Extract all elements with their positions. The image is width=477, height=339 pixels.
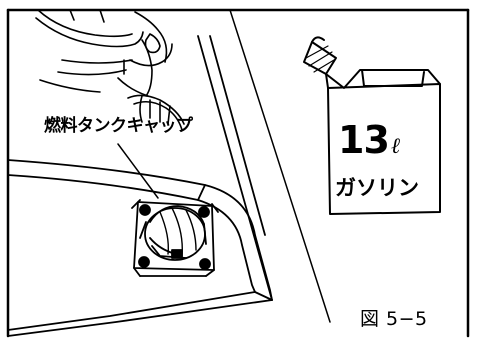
tank-deck-outline	[7, 9, 331, 337]
fuel-tank-cap	[131, 199, 219, 277]
engine-part	[35, 9, 185, 131]
callout-leader-line	[117, 143, 159, 199]
fuel-can-icon	[303, 36, 441, 215]
fuel-can-fuel-type: ガソリン	[335, 176, 419, 200]
figure-caption: 図 5−5	[360, 308, 428, 330]
fuel-can-volume-unit: ℓ	[390, 134, 400, 159]
fuel-tank-cap-label: 燃料タンクキャップ	[44, 116, 193, 136]
fuel-can-volume: 13ℓ	[338, 118, 400, 162]
figure-border	[6, 8, 470, 338]
fuel-can-volume-number: 13	[338, 118, 390, 162]
